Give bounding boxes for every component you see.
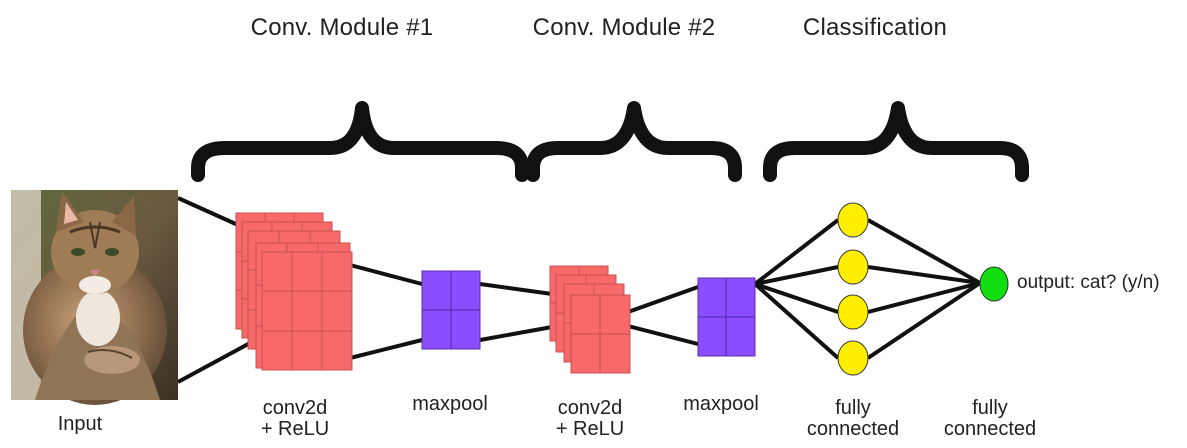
fc-out-line-c — [867, 281, 981, 314]
fc-out-line-a — [867, 218, 981, 285]
label-maxpool-1: maxpool — [412, 393, 488, 415]
fc-line-a — [753, 218, 840, 286]
conv1-pool1-line-top — [349, 263, 423, 286]
input-conv1-line-top — [177, 196, 239, 227]
output-neuron — [979, 266, 1009, 302]
cat-photo-icon — [11, 190, 178, 405]
fc-line-c — [754, 282, 839, 314]
conv2-pool2-line-top — [627, 285, 699, 314]
neuron — [837, 340, 869, 376]
fc-line-d — [753, 282, 840, 360]
neuron — [837, 294, 869, 330]
conv2-pool2-line-bottom — [627, 324, 699, 346]
label-conv2d-relu-1: conv2d + ReLU — [260, 397, 330, 440]
fc-out-line-b — [867, 265, 981, 285]
conv1-pool1-line-bottom — [349, 338, 423, 360]
section-braces — [191, 101, 1029, 182]
pool1-conv2-line-top — [479, 282, 553, 296]
maxpool-block-2 — [697, 277, 756, 357]
brace-conv-module-1 — [191, 101, 529, 182]
section-title-classification: Classification — [802, 14, 948, 41]
connection-lines — [177, 196, 982, 384]
feature-map-front — [261, 251, 353, 371]
label-fully-connected-1: fully connected — [806, 397, 900, 440]
label-output: output: cat? (y/n) — [1017, 272, 1160, 293]
fc-line-b — [754, 265, 839, 286]
maxpool-block-1 — [421, 270, 481, 350]
fc-out-line-d — [866, 281, 982, 360]
brace-conv-module-2 — [526, 101, 742, 182]
label-input: Input — [57, 413, 103, 435]
section-title-conv-module-2: Conv. Module #2 — [532, 14, 716, 41]
conv2d-relu-block-2 — [549, 265, 631, 374]
conv2d-relu-block-1 — [235, 212, 353, 371]
input-conv1-line-bottom — [177, 341, 251, 384]
neuron — [837, 249, 869, 285]
section-title-conv-module-1: Conv. Module #1 — [250, 14, 434, 41]
fully-connected-layer-2 — [979, 266, 1009, 302]
fully-connected-layer-1 — [837, 202, 869, 376]
label-maxpool-2: maxpool — [683, 393, 759, 415]
label-conv2d-relu-2: conv2d + ReLU — [555, 397, 625, 440]
label-fully-connected-2: fully connected — [943, 397, 1037, 440]
brace-classification — [763, 101, 1029, 182]
neuron — [837, 202, 869, 238]
feature-map-front — [570, 294, 631, 374]
pool1-conv2-line-bottom — [479, 325, 553, 342]
